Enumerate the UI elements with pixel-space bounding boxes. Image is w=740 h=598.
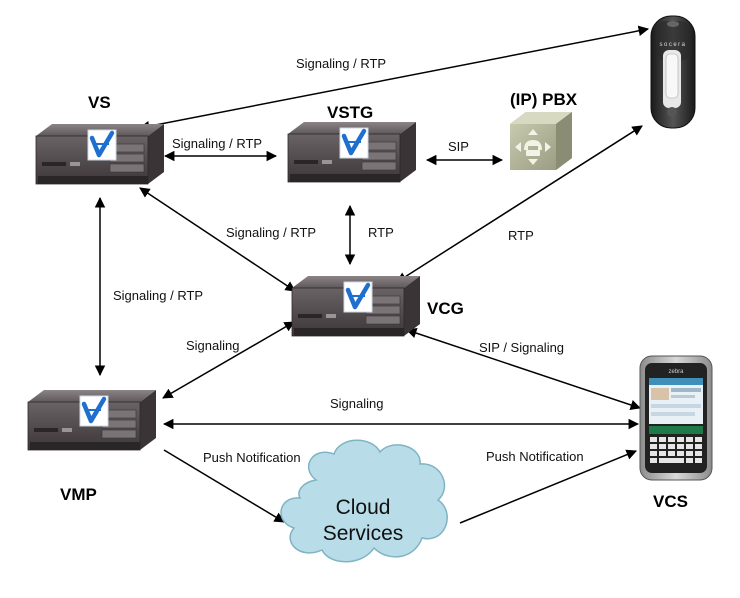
cloud-services-icon bbox=[280, 439, 448, 563]
phone-brand-text: zebra bbox=[668, 369, 684, 375]
cloud-line1: Cloud bbox=[335, 496, 391, 519]
label-vs-vstg: Signaling / RTP bbox=[172, 136, 263, 151]
cloud-line2: Services bbox=[322, 522, 404, 545]
voice-badge-icon: socera bbox=[650, 15, 696, 129]
label-vcg-badge: RTP bbox=[508, 228, 534, 243]
label-vmp-vcs: Signaling bbox=[330, 396, 384, 411]
label-badge-vs: Signaling / RTP bbox=[296, 56, 387, 71]
arrow-cloud-vcs bbox=[459, 449, 637, 524]
pbx-phone-icon bbox=[510, 112, 572, 170]
vstg-title: VSTG bbox=[327, 103, 374, 122]
vstg-server-icon bbox=[288, 122, 416, 182]
vcg-server-icon bbox=[292, 276, 420, 336]
vcs-title: VCS bbox=[653, 492, 688, 511]
label-vcg-vcs: SIP / Signaling bbox=[479, 340, 565, 355]
arrow-badge-vs bbox=[138, 25, 650, 132]
badge-brand-text: socera bbox=[659, 42, 686, 48]
label-vs-vcg: Signaling / RTP bbox=[226, 225, 317, 240]
arrow-vs-vcg bbox=[139, 187, 296, 292]
pbx-title: (IP) PBX bbox=[510, 90, 578, 109]
label-cloud-vcs: Push Notification bbox=[486, 449, 584, 464]
label-vmp-cloud: Push Notification bbox=[203, 450, 301, 465]
label-vstg-pbx: SIP bbox=[448, 139, 469, 154]
arrow-vmp-vcg bbox=[162, 321, 295, 399]
label-vmp-vcg: Signaling bbox=[186, 338, 240, 353]
vs-server-icon bbox=[36, 124, 164, 184]
mobile-phone-icon: zebra bbox=[639, 355, 713, 481]
arrow-vmp-cloud bbox=[163, 449, 285, 523]
vs-title: VS bbox=[88, 93, 111, 112]
vcg-title: VCG bbox=[427, 299, 464, 318]
arrow-vcg-vcs bbox=[406, 328, 641, 410]
connections bbox=[94, 25, 650, 524]
label-vs-vmp: Signaling / RTP bbox=[113, 288, 204, 303]
arrow-vcg-badge bbox=[396, 125, 643, 283]
vmp-title: VMP bbox=[60, 485, 97, 504]
vmp-server-icon bbox=[28, 390, 156, 450]
label-vstg-vcg: RTP bbox=[368, 225, 394, 240]
